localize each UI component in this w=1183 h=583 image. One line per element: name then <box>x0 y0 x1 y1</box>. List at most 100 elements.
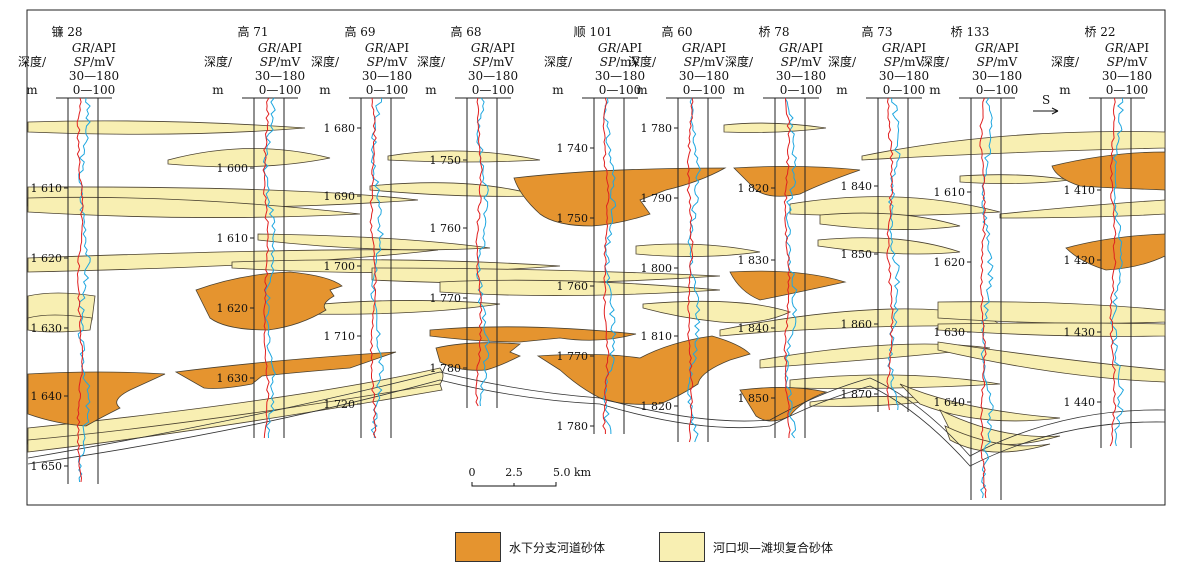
gr-curve <box>1109 97 1117 447</box>
gr-range: 30—180 <box>1102 69 1152 83</box>
gr-label: GR/API <box>471 41 515 55</box>
gr-range: 30—180 <box>879 69 929 83</box>
gr-label-italic: GR <box>598 41 617 55</box>
gr-label: GR/API <box>72 41 116 55</box>
channel-sand-body <box>195 271 343 331</box>
bar-sand-body <box>27 120 306 135</box>
sp-curve <box>887 98 901 411</box>
sp-label-unit: /mV <box>900 55 924 69</box>
sp-label-italic: SP <box>260 55 277 69</box>
gr-label: GR/API <box>365 41 409 55</box>
sp-label-italic: SP <box>1107 55 1124 69</box>
well-name: 桥 78 <box>758 25 789 39</box>
sp-label-unit: /mV <box>90 55 114 69</box>
gr-label-unit: /API <box>701 41 727 55</box>
direction-label: S <box>1042 93 1050 107</box>
depth-label-unit: m <box>636 83 648 97</box>
depth-label-top: 深度/ <box>725 54 754 69</box>
sp-label-unit: /mV <box>700 55 724 69</box>
bar-sand-body <box>439 279 721 296</box>
bar-sand-body <box>861 131 1166 161</box>
bar-sand-body <box>635 243 761 257</box>
sp-label-unit: /mV <box>993 55 1017 69</box>
section-frame <box>26 9 1166 506</box>
depth-label-unit: m <box>836 83 848 97</box>
depth-label: 1 760 <box>557 280 589 293</box>
sp-range: 0—100 <box>683 83 726 97</box>
scale-tick-mid: 2.5 <box>505 466 523 479</box>
legend-bar: 河口坝—滩坝复合砂体 <box>659 531 833 563</box>
gr-label-italic: GR <box>779 41 798 55</box>
sp-range: 0—100 <box>73 83 116 97</box>
gr-curve <box>886 97 894 411</box>
sp-curve <box>1110 97 1125 447</box>
sp-range: 0—100 <box>599 83 642 97</box>
legend-bar-label: 河口坝—滩坝复合砂体 <box>713 540 834 555</box>
depth-label-unit: m <box>733 83 745 97</box>
sp-label: SP/mV <box>1107 55 1148 69</box>
depth-label-top: 深度/ <box>921 54 950 69</box>
direction-indicator: S <box>1033 93 1059 115</box>
gr-curve <box>76 97 84 483</box>
depth-label-top: 深度/ <box>544 54 573 69</box>
gr-label: GR/API <box>598 41 642 55</box>
depth-label: 1 650 <box>31 460 63 473</box>
sand-bodies <box>27 120 1166 453</box>
depth-label-unit: m <box>552 83 564 97</box>
gr-label-unit: /API <box>798 41 824 55</box>
depth-label: 1 830 <box>738 254 770 267</box>
sp-range: 0—100 <box>1106 83 1149 97</box>
gr-label-italic: GR <box>882 41 901 55</box>
depth-label: 1 680 <box>324 122 356 135</box>
depth-label-top: 深度/ <box>311 54 340 69</box>
sp-curve <box>476 97 490 407</box>
depth-label: 1 600 <box>217 162 249 175</box>
sp-label-italic: SP <box>473 55 490 69</box>
sp-curve <box>262 97 276 439</box>
gr-range: 30—180 <box>679 69 729 83</box>
sp-label-italic: SP <box>600 55 617 69</box>
depth-label-unit: m <box>212 83 224 97</box>
depth-label: 1 620 <box>217 302 249 315</box>
sp-label-italic: SP <box>367 55 384 69</box>
gr-label: GR/API <box>779 41 823 55</box>
depth-label: 1 610 <box>934 186 966 199</box>
sp-label-italic: SP <box>74 55 91 69</box>
gr-label: GR/API <box>682 41 726 55</box>
legend-channel: 水下分支河道砂体 <box>455 531 605 563</box>
depth-label-unit: m <box>319 83 331 97</box>
depth-label: 1 700 <box>324 260 356 273</box>
depth-label: 1 690 <box>324 190 356 203</box>
depth-label-top: 深度/ <box>828 54 857 69</box>
sp-range: 0—100 <box>780 83 823 97</box>
bar-sand-body <box>27 314 93 333</box>
bar-sand-body <box>937 301 1166 324</box>
gr-label-unit: /API <box>277 41 303 55</box>
gr-range: 30—180 <box>595 69 645 83</box>
depth-label: 1 870 <box>841 388 873 401</box>
sp-label: SP/mV <box>473 55 514 69</box>
direction-arrow-icon <box>1051 107 1059 115</box>
scale-bar: 0 2.5 5.0 km <box>469 466 592 487</box>
sp-range: 0—100 <box>259 83 302 97</box>
sp-label-unit: /mV <box>489 55 513 69</box>
depth-label: 1 850 <box>841 248 873 261</box>
depth-label: 1 750 <box>430 154 462 167</box>
depth-label: 1 780 <box>641 122 673 135</box>
sp-label: SP/mV <box>367 55 408 69</box>
well-name: 镰 28 <box>51 24 82 39</box>
base-lines <box>27 371 1166 467</box>
gr-label-unit: /API <box>1124 41 1150 55</box>
sp-label-italic: SP <box>977 55 994 69</box>
depth-label: 1 410 <box>1064 184 1096 197</box>
depth-label: 1 630 <box>934 326 966 339</box>
well-name: 高 68 <box>450 24 481 39</box>
gr-label: GR/API <box>1105 41 1149 55</box>
gr-label-unit: /API <box>994 41 1020 55</box>
